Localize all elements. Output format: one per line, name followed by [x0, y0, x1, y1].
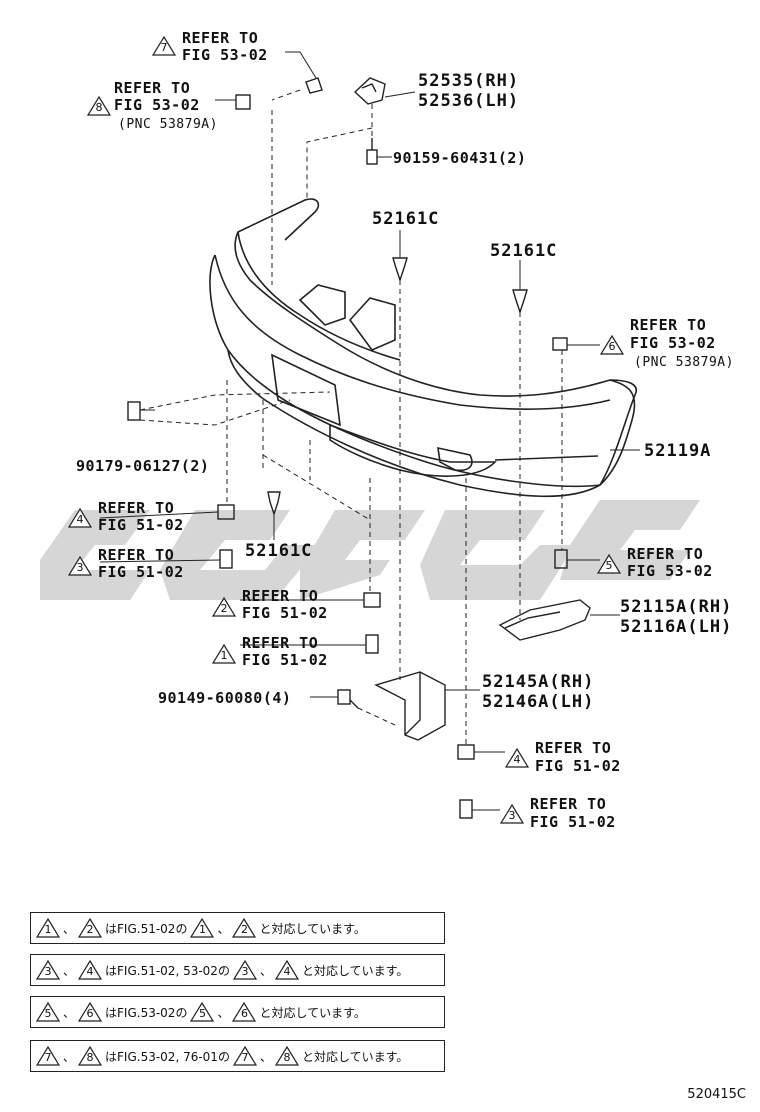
ref-triangle-icon: 1: [212, 644, 236, 664]
note-text: と対応しています。: [259, 1005, 366, 1020]
clip-90179: [127, 401, 141, 421]
note-text: はFIG.51-02, 53-02の: [105, 963, 230, 978]
part-number-52145a: 52145A(RH): [482, 672, 595, 692]
refer-to-line: REFER TO: [242, 634, 319, 652]
ref-triangle-icon: 7: [232, 1046, 257, 1066]
ref-triangle-icon: 6: [232, 1002, 257, 1022]
bolt-90149: [337, 689, 359, 709]
retainer-52535: [353, 77, 386, 105]
note-text: と対応しています。: [301, 1049, 409, 1064]
bracket-52115a: [498, 599, 591, 641]
refer-to-line: REFER TO: [627, 545, 704, 563]
part-number-52119a: 52119A: [644, 441, 712, 461]
refer-to-line: REFER TO: [182, 29, 259, 47]
assembly-lines: [139, 89, 563, 745]
ref-triangle-icon: 4: [505, 748, 529, 768]
fasteners-left: [217, 504, 568, 819]
ref-triangle-icon: 8: [87, 96, 111, 116]
part-number-52115a: 52115A(RH): [620, 597, 733, 617]
ref-triangle-icon: 3: [232, 960, 257, 980]
part-number-52116a: 52116A(LH): [620, 617, 733, 637]
fig-ref-line: FIG 51-02: [535, 757, 621, 775]
part-number-52161c-bottom: 52161C: [245, 541, 313, 561]
refer-to-line: REFER TO: [114, 79, 191, 97]
note-sep: 、: [63, 1049, 76, 1064]
ref-triangle-icon: 3: [68, 556, 92, 576]
note-text: はFIG.53-02, 76-01の: [105, 1049, 230, 1064]
part-number-90149: 90149-60080(4): [158, 689, 292, 707]
fig-ref-line: FIG 53-02: [630, 334, 716, 352]
ref-triangle-icon: 4: [78, 960, 103, 980]
fig-ref-line: FIG 51-02: [530, 813, 616, 831]
part-number-90179: 90179-06127(2): [76, 457, 210, 475]
ref-triangle-icon: 2: [232, 918, 257, 938]
fig-ref-line: FIG 53-02: [114, 96, 200, 114]
ref-triangle-icon: 5: [190, 1002, 215, 1022]
ref-triangle-icon: 6: [600, 335, 624, 355]
fig-ref-line: FIG 53-02: [627, 562, 713, 580]
note-sep: 、: [63, 921, 76, 936]
ref-triangle-icon: 5: [36, 1002, 60, 1022]
note-text: はFIG.53-02の: [105, 1005, 188, 1020]
note-sep: 、: [63, 1005, 76, 1020]
nut-left: [235, 77, 568, 351]
ref-triangle-icon: 3: [36, 960, 60, 980]
stay-52145a: [374, 671, 446, 741]
ref-triangle-icon: 4: [68, 508, 92, 528]
note-sep: 、: [217, 921, 230, 936]
note-sep: 、: [63, 963, 76, 978]
fig-ref-line: FIG 51-02: [242, 651, 328, 669]
fig-ref-line: FIG 51-02: [98, 563, 184, 581]
ref-triangle-icon: 5: [597, 554, 621, 574]
ref-triangle-icon: 1: [36, 918, 60, 938]
note-sep: 、: [217, 1005, 230, 1020]
note-sep: 、: [259, 1049, 272, 1064]
ref-triangle-icon: 6: [78, 1002, 103, 1022]
refer-to-line: REFER TO: [98, 499, 175, 517]
ref-triangle-icon: 1: [190, 918, 215, 938]
note-text: と対応しています。: [259, 921, 366, 936]
part-number-90159: 90159-60431(2): [393, 149, 527, 167]
note-text: はFIG.51-02の: [105, 921, 188, 936]
ref-triangle-icon: 3: [500, 804, 524, 824]
part-number-52536: 52536(LH): [418, 91, 520, 111]
fig-ref-line: FIG 51-02: [98, 516, 184, 534]
refer-to-line: REFER TO: [530, 795, 607, 813]
bumper-cover: [209, 198, 637, 498]
ref-triangle-icon: 7: [36, 1046, 60, 1066]
note-text: と対応しています。: [301, 963, 409, 978]
ref-triangle-icon: 2: [78, 918, 103, 938]
ref-triangle-icon: 8: [274, 1046, 299, 1066]
ref-triangle-icon: 4: [274, 960, 299, 980]
part-number-52146a: 52146A(LH): [482, 692, 595, 712]
diagram-code: 520415C: [687, 1087, 746, 1102]
refer-to-line: REFER TO: [98, 546, 175, 564]
ref-triangle-icon: 2: [212, 597, 236, 617]
part-number-52535: 52535(RH): [418, 71, 520, 91]
refer-to-line: REFER TO: [535, 739, 612, 757]
pnc-ref-line: (PNC 53879A): [634, 355, 734, 370]
refer-to-line: REFER TO: [630, 316, 707, 334]
leader-lines: [99, 51, 640, 811]
clip-52161c: [267, 257, 528, 517]
pnc-ref-line: (PNC 53879A): [118, 117, 218, 132]
bolt-90159: [366, 138, 378, 165]
part-number-52161c-top: 52161C: [372, 209, 440, 229]
fig-ref-line: FIG 53-02: [182, 46, 268, 64]
fig-ref-line: FIG 51-02: [242, 604, 328, 622]
part-number-52161c-right: 52161C: [490, 241, 558, 261]
refer-to-line: REFER TO: [242, 587, 319, 605]
ref-triangle-icon: 8: [78, 1046, 103, 1066]
note-sep: 、: [259, 963, 272, 978]
ref-triangle-icon: 7: [152, 36, 176, 56]
